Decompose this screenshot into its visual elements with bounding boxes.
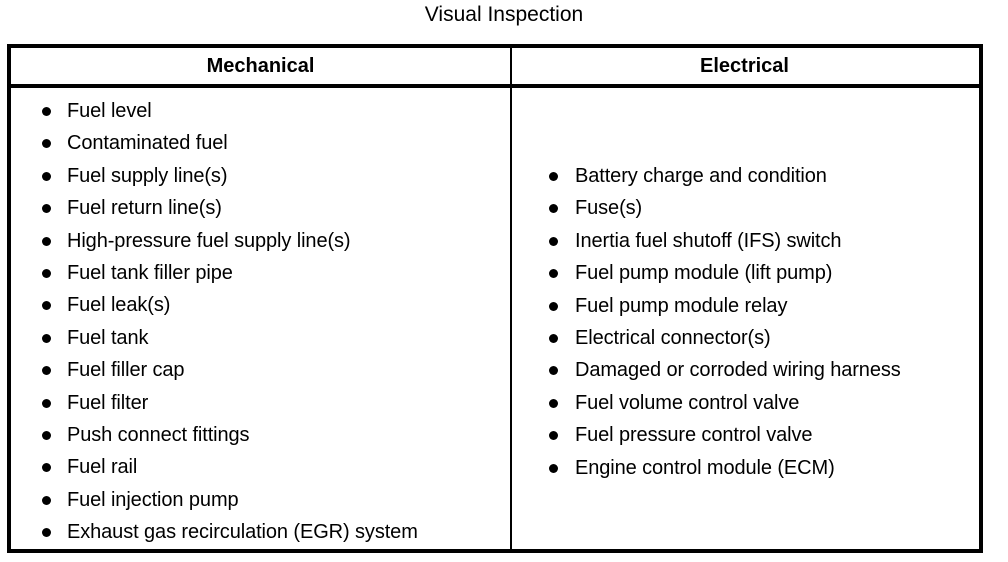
list-item-label: Fuel injection pump	[67, 488, 239, 511]
table-body: Fuel level Contaminated fuel Fuel supply…	[11, 88, 979, 549]
list-item: Fuel tank	[11, 322, 510, 354]
column-header-mechanical: Mechanical	[206, 54, 315, 77]
bullet-icon	[549, 172, 558, 181]
list-item-label: Fuel tank filler pipe	[67, 261, 233, 284]
bullet-icon	[549, 366, 558, 376]
list-item: Battery charge and condition	[512, 160, 979, 192]
list-item: Fuel leak(s)	[11, 289, 510, 321]
bullet-icon	[549, 301, 558, 311]
bullet-icon	[42, 366, 51, 376]
bullet-icon	[42, 268, 51, 278]
list-item-label: Exhaust gas recirculation (EGR) system	[67, 521, 418, 544]
list-item-label: Fuel rail	[67, 456, 138, 479]
list-item-label: Engine control module (ECM)	[575, 456, 835, 479]
list-item: Fuel pump module (lift pump)	[512, 257, 979, 289]
list-item-label: Push connect fittings	[67, 423, 250, 446]
list-item: Fuel tank filler pipe	[11, 257, 510, 289]
list-item-label: Fuel pump module relay	[575, 294, 788, 317]
list-item: Contaminated fuel	[11, 127, 510, 159]
bullet-icon	[549, 431, 558, 441]
page-title: Visual Inspection	[424, 3, 584, 26]
bullet-icon	[549, 269, 558, 279]
list-item: Push connect fittings	[11, 419, 510, 451]
list-item: Fuel pressure control valve	[512, 419, 979, 451]
list-item: Fuel return line(s)	[11, 192, 510, 224]
list-item-label: Fuel volume control valve	[575, 391, 800, 414]
bullet-icon	[42, 495, 51, 505]
bullet-icon	[42, 430, 51, 440]
list-item: Fuse(s)	[512, 192, 979, 224]
column-divider	[510, 48, 512, 549]
list-item: Exhaust gas recirculation (EGR) system	[11, 516, 510, 548]
bullet-icon	[549, 463, 558, 473]
list-item-label: Damaged or corroded wiring harness	[575, 359, 901, 382]
list-item-label: Fuel pump module (lift pump)	[575, 262, 833, 285]
bullet-icon	[42, 301, 51, 311]
bullet-icon	[549, 333, 558, 343]
list-item: Inertia fuel shutoff (IFS) switch	[512, 225, 979, 257]
list-item-label: Contaminated fuel	[67, 132, 228, 155]
list-item-label: Fuel pressure control valve	[575, 424, 813, 447]
list-item: Fuel injection pump	[11, 484, 510, 516]
list-item: Fuel filter	[11, 387, 510, 419]
list-item-label: Fuel return line(s)	[67, 197, 222, 220]
table-header-row: Mechanical Electrical	[11, 48, 979, 88]
bullet-icon	[42, 398, 51, 408]
bullet-icon	[42, 107, 51, 116]
list-item-label: Fuel filler cap	[67, 359, 185, 382]
list-item: Fuel rail	[11, 451, 510, 483]
bullet-icon	[42, 139, 51, 149]
list-item: Electrical connector(s)	[512, 322, 979, 354]
list-item-label: Fuel tank	[67, 326, 149, 349]
list-item: Fuel level	[11, 95, 510, 127]
list-item: Fuel pump module relay	[512, 290, 979, 322]
list-item: Fuel supply line(s)	[11, 160, 510, 192]
list-item-label: Fuel filter	[67, 391, 149, 414]
bullet-icon	[42, 171, 51, 181]
bullet-icon	[549, 204, 558, 214]
list-item-label: Fuel level	[67, 100, 152, 122]
bullet-icon	[42, 333, 51, 343]
list-item: Fuel volume control valve	[512, 387, 979, 419]
list-item-label: Fuse(s)	[575, 197, 643, 220]
list-item-label: Electrical connector(s)	[575, 326, 771, 349]
list-item: Fuel filler cap	[11, 354, 510, 386]
bullet-icon	[549, 236, 558, 246]
list-item-label: Fuel leak(s)	[67, 294, 171, 317]
list-item: Damaged or corroded wiring harness	[512, 354, 979, 386]
electrical-column: Battery charge and condition Fuse(s) Ine…	[512, 88, 979, 549]
bullet-icon	[42, 463, 51, 473]
bullet-icon	[42, 236, 51, 246]
electrical-item-list: Battery charge and condition Fuse(s) Ine…	[512, 88, 979, 484]
list-item-label: High-pressure fuel supply line(s)	[67, 229, 351, 252]
mechanical-column: Fuel level Contaminated fuel Fuel supply…	[11, 88, 510, 549]
bullet-icon	[42, 204, 51, 214]
bullet-icon	[42, 528, 51, 538]
list-item-label: Battery charge and condition	[575, 165, 827, 187]
column-header-electrical: Electrical	[700, 54, 789, 77]
visual-inspection-table: Mechanical Electrical Fuel level Contami…	[7, 44, 983, 553]
bullet-icon	[549, 398, 558, 408]
list-item: Engine control module (ECM)	[512, 452, 979, 484]
list-item-label: Inertia fuel shutoff (IFS) switch	[575, 229, 842, 252]
list-item: High-pressure fuel supply line(s)	[11, 225, 510, 257]
mechanical-item-list: Fuel level Contaminated fuel Fuel supply…	[11, 88, 510, 548]
list-item-label: Fuel supply line(s)	[67, 164, 228, 187]
